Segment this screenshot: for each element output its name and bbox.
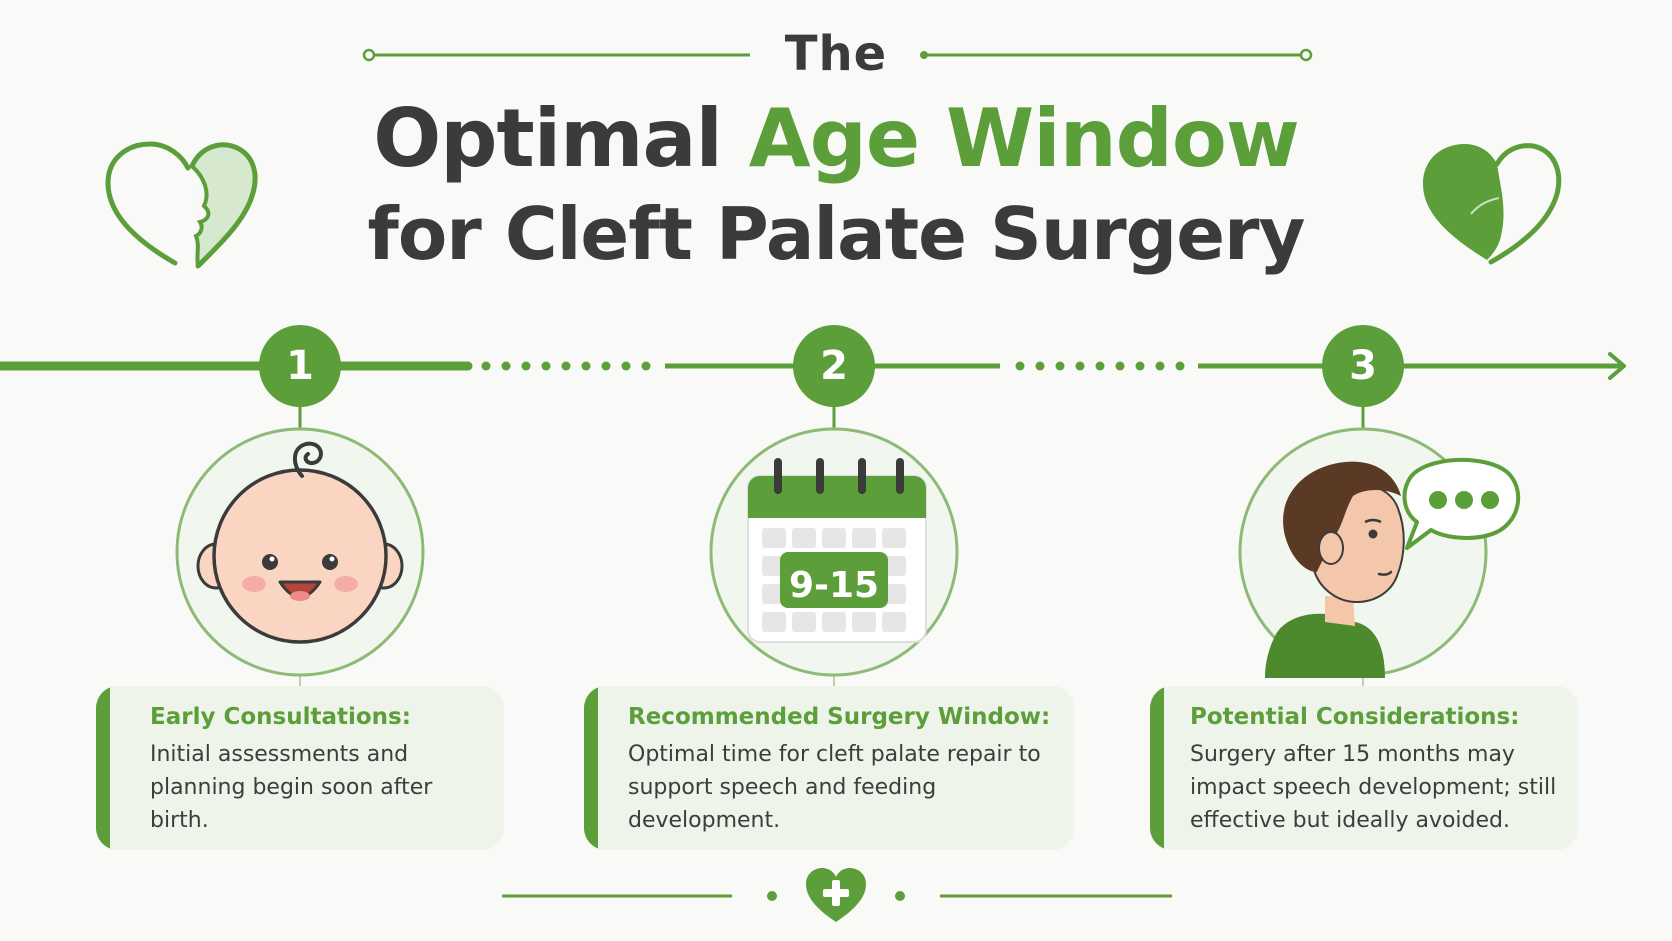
title-line-1: The bbox=[784, 26, 888, 82]
baby-face-icon bbox=[175, 427, 425, 677]
step-2-title: Recommended Surgery Window: bbox=[628, 704, 1051, 730]
heart-face-filled-icon bbox=[1423, 143, 1562, 265]
card-accent-bar bbox=[584, 686, 598, 850]
step-3-number: 3 bbox=[1322, 325, 1404, 407]
card-accent-bar bbox=[96, 686, 110, 850]
heart-face-outline-icon bbox=[105, 141, 258, 269]
step-2-number: 2 bbox=[793, 325, 875, 407]
title-line-3: for Cleft Palate Surgery bbox=[367, 192, 1306, 276]
step-1-card: Early Consultations: Initial assessments… bbox=[96, 686, 504, 850]
step-1-title: Early Consultations: bbox=[150, 704, 411, 730]
timeline-dots-1 bbox=[481, 361, 651, 371]
step-2-body: Optimal time for cleft palate repair to … bbox=[628, 742, 1041, 833]
card-accent-bar bbox=[1150, 686, 1164, 850]
heart-plus-icon bbox=[806, 868, 866, 922]
step-1-number: 1 bbox=[259, 325, 341, 407]
step-2-card: Recommended Surgery Window: Optimal time… bbox=[584, 686, 1074, 850]
calendar-icon bbox=[709, 427, 959, 677]
step-1-body: Initial assessments and planning begin s… bbox=[150, 742, 433, 833]
timeline-dots-2 bbox=[1015, 361, 1185, 371]
calendar-range-label: 9-15 bbox=[788, 565, 880, 606]
title-plain: Optimal bbox=[373, 92, 749, 185]
child-speaking-icon bbox=[1238, 427, 1521, 678]
step-3-card: Potential Considerations: Surgery after … bbox=[1150, 686, 1578, 850]
title-accent: Age Window bbox=[748, 92, 1300, 185]
step-3-body: Surgery after 15 months may impact speec… bbox=[1190, 742, 1557, 833]
step-3-title: Potential Considerations: bbox=[1190, 704, 1520, 730]
title-line-2: Optimal Age Window bbox=[0, 92, 1672, 185]
